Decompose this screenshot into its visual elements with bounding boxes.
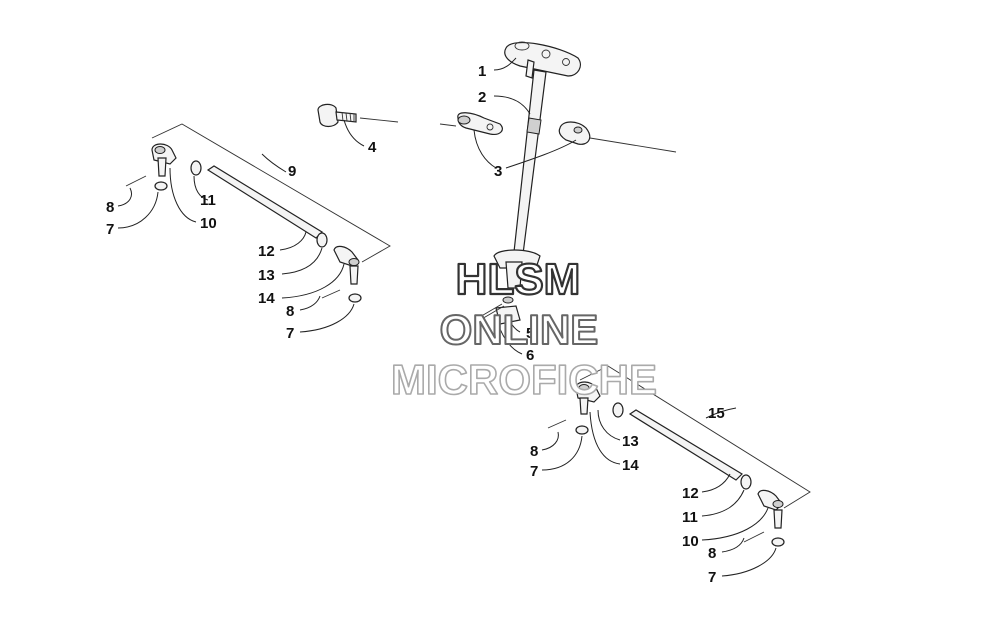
callout-labels: 1 2 3 4 5 6 9 11 10 8 7 12 13 14 8 7 15 … (106, 63, 725, 586)
label-14-left: 14 (258, 290, 275, 307)
label-12-right: 12 (682, 485, 699, 502)
label-10-left: 10 (200, 215, 217, 232)
label-14-right: 14 (622, 457, 639, 474)
label-11-right: 11 (682, 509, 698, 526)
label-8-left-a: 8 (106, 199, 114, 216)
label-12-left: 12 (258, 243, 275, 260)
label-15: 15 (708, 405, 725, 422)
label-9: 9 (288, 163, 296, 180)
right-tie-rod-assembly (547, 365, 811, 547)
label-7-right-b: 7 (708, 569, 716, 586)
label-13-right: 13 (622, 433, 639, 450)
label-2: 2 (478, 89, 486, 106)
label-5: 5 (526, 325, 534, 342)
label-1: 1 (478, 63, 486, 80)
bolt-part (317, 103, 399, 128)
label-7-left-a: 7 (106, 221, 114, 238)
watermark-line3: MICROFICHE (391, 356, 657, 403)
label-11-left: 11 (200, 192, 216, 209)
steering-post-assembly (439, 41, 677, 325)
label-8-right-b: 8 (708, 545, 716, 562)
label-8-left-b: 8 (286, 303, 294, 320)
watermark-line1: HLSM (456, 255, 581, 304)
label-6: 6 (526, 347, 534, 364)
label-10-right: 10 (682, 533, 699, 550)
watermark-line2: ONLINE (440, 306, 599, 353)
label-3: 3 (494, 163, 502, 180)
watermark: HLSM ONLINE MICROFICHE (390, 254, 658, 404)
label-13-left: 13 (258, 267, 275, 284)
left-tie-rod-assembly (125, 123, 391, 303)
leader-lines (117, 57, 777, 577)
label-4: 4 (368, 139, 377, 156)
label-7-left-b: 7 (286, 325, 294, 342)
label-7-right-a: 7 (530, 463, 538, 480)
label-8-right-a: 8 (530, 443, 538, 460)
